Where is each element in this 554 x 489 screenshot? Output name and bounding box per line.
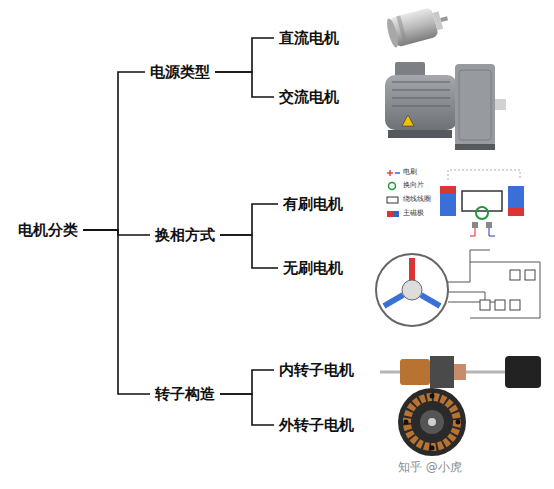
dc-motor-picture [385, 4, 452, 49]
inner-rotor-picture [380, 356, 541, 388]
node-label: 换相方式 [155, 226, 215, 244]
brush [472, 222, 478, 228]
hub [420, 410, 444, 434]
wire [489, 228, 495, 236]
commutator [454, 364, 466, 380]
rotor [402, 280, 422, 300]
outer-rotor-picture [398, 388, 466, 456]
motor-feet [388, 130, 452, 138]
category-node: 有刷电机 [280, 193, 346, 215]
gearbox [455, 64, 495, 146]
motor-body [385, 75, 457, 130]
part-name: 主磁极 [403, 209, 424, 217]
node-label: 外转子电机 [279, 416, 354, 434]
rotor-bell [398, 388, 466, 456]
wire [470, 228, 475, 236]
category-node: 内转子电机 [276, 359, 357, 381]
category-node: 换相方式 [152, 224, 218, 246]
shaft [428, 418, 436, 426]
cooling-fins [392, 82, 450, 106]
magnet-pole [508, 186, 524, 216]
brush [486, 222, 492, 228]
node-label: 直流电机 [279, 29, 339, 47]
magnet-pole [440, 186, 456, 216]
motor-back [385, 17, 400, 48]
category-node: 交流电机 [276, 86, 342, 108]
stator-coil [409, 258, 415, 280]
magnet-pole [508, 208, 524, 216]
node-label: 转子构造 [155, 385, 215, 403]
copper-winding [400, 359, 430, 385]
gearbox-feet [455, 144, 495, 150]
armature-stack [430, 356, 454, 388]
field-line [448, 170, 520, 180]
part-name: 电刷 [403, 168, 417, 176]
magnet-pole [440, 186, 456, 194]
category-node: 直流电机 [276, 27, 342, 49]
commutator [476, 207, 488, 219]
bracket-connector [83, 72, 145, 230]
drive-wires [448, 250, 540, 318]
bracket-connector [215, 38, 274, 72]
part-name: 绕线线圈 [403, 195, 431, 203]
motor-shaft [440, 16, 448, 22]
brushed-motor-schematic [387, 170, 524, 236]
stator-coil [421, 295, 440, 306]
bracket-connector [215, 72, 274, 97]
node-label: 交流电机 [279, 88, 339, 106]
switch-transistors [480, 270, 535, 310]
category-node: 电源类型 [147, 61, 213, 83]
bracket-connector [220, 235, 278, 268]
category-node: 外转子电机 [276, 414, 357, 436]
bracket-connector [83, 230, 150, 394]
category-node: 电机分类 [15, 219, 81, 241]
node-label: 内转子电机 [279, 361, 354, 379]
output-shaft [495, 99, 506, 110]
legend-symbols [387, 170, 400, 217]
stator-coil [384, 295, 403, 306]
warning-sign [402, 115, 414, 126]
stator-ring [376, 254, 448, 326]
motor-band [396, 15, 408, 45]
node-label: 有刷电机 [283, 195, 343, 213]
gearbox-edge [459, 70, 491, 140]
motor-model [440, 170, 524, 236]
motor-housing [505, 356, 541, 388]
ac-motor-picture [385, 62, 506, 150]
part-name: 换向片 [403, 181, 424, 189]
category-node: 无刷电机 [280, 257, 346, 279]
brushless-motor-schematic [376, 250, 540, 326]
node-label: 电源类型 [150, 63, 210, 81]
node-label: 无刷电机 [283, 259, 343, 277]
bracket-connector [220, 394, 274, 425]
stator-winding [407, 397, 457, 447]
bracket-connector [220, 204, 278, 235]
node-label: 电机分类 [18, 221, 78, 239]
category-node: 转子构造 [152, 383, 218, 405]
watermark: 知乎 @小虎 [398, 461, 462, 475]
mount-holes [404, 394, 461, 451]
bracket-connector [220, 370, 274, 394]
